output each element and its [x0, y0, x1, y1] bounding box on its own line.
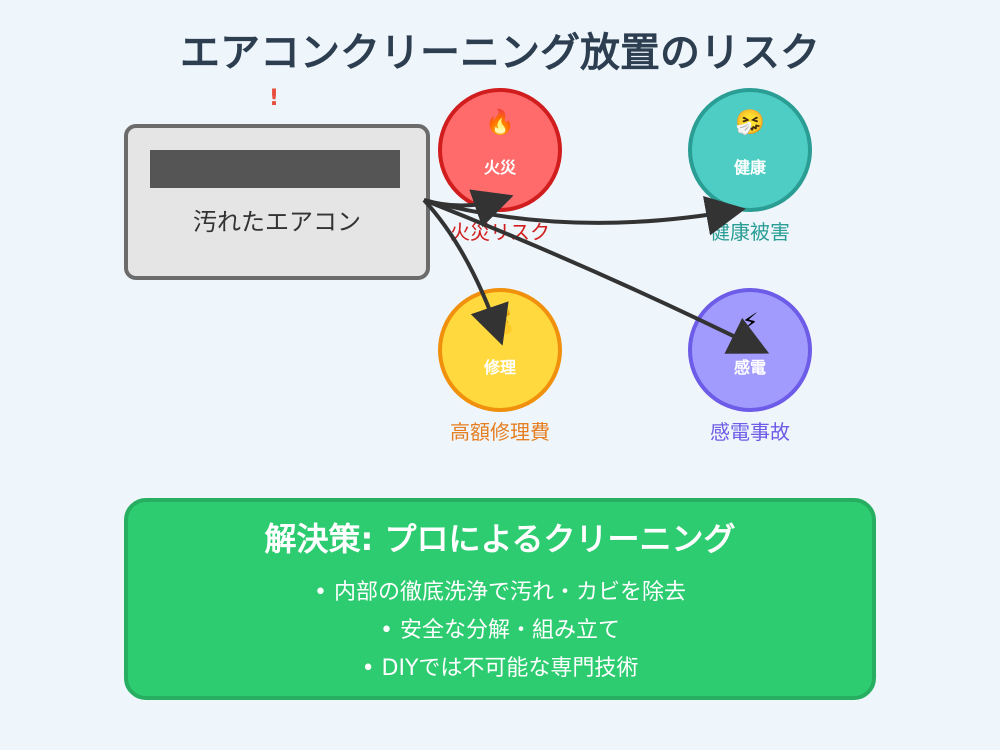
- solution-box: 解決策: プロによるクリーニング 内部の徹底洗浄で汚れ・カビを除去 安全な分解・…: [124, 498, 876, 700]
- solution-title: 解決策: プロによるクリーニング: [264, 520, 736, 558]
- solution-list: 内部の徹底洗浄で汚れ・カビを除去 安全な分解・組み立て DIYでは不可能な専門技…: [128, 574, 872, 688]
- dirty-ac-box: 汚れたエアコン: [124, 124, 430, 280]
- fire-short-label: 火災: [483, 158, 516, 177]
- fire-icon: 🔥: [485, 108, 515, 136]
- page-title: エアコンクリーニング放置のリスク: [180, 30, 820, 76]
- arrow-to-shock: [423, 198, 770, 354]
- shock-short-label: 感電: [733, 358, 766, 377]
- solution-item: DIYでは不可能な専門技術: [128, 650, 872, 688]
- solution-item: 内部の徹底洗浄で汚れ・カビを除去: [128, 574, 872, 612]
- warning-icon: !: [268, 86, 280, 111]
- arrow-to-repair: [422, 198, 509, 346]
- shock-risk-caption: 感電事故: [710, 420, 790, 444]
- solution-item: 安全な分解・組み立て: [128, 612, 872, 650]
- ac-vent: [150, 150, 400, 188]
- dirty-ac-label: 汚れたエアコン: [193, 208, 361, 236]
- sneezing-face-icon: 🤧: [735, 108, 765, 136]
- health-short-label: 健康: [733, 158, 766, 177]
- repair-short-label: 修理: [483, 358, 516, 377]
- repair-risk-caption: 高額修理費: [450, 420, 550, 444]
- arrow-to-health: [423, 195, 746, 236]
- health-risk-circle: 🤧 健康: [688, 88, 812, 212]
